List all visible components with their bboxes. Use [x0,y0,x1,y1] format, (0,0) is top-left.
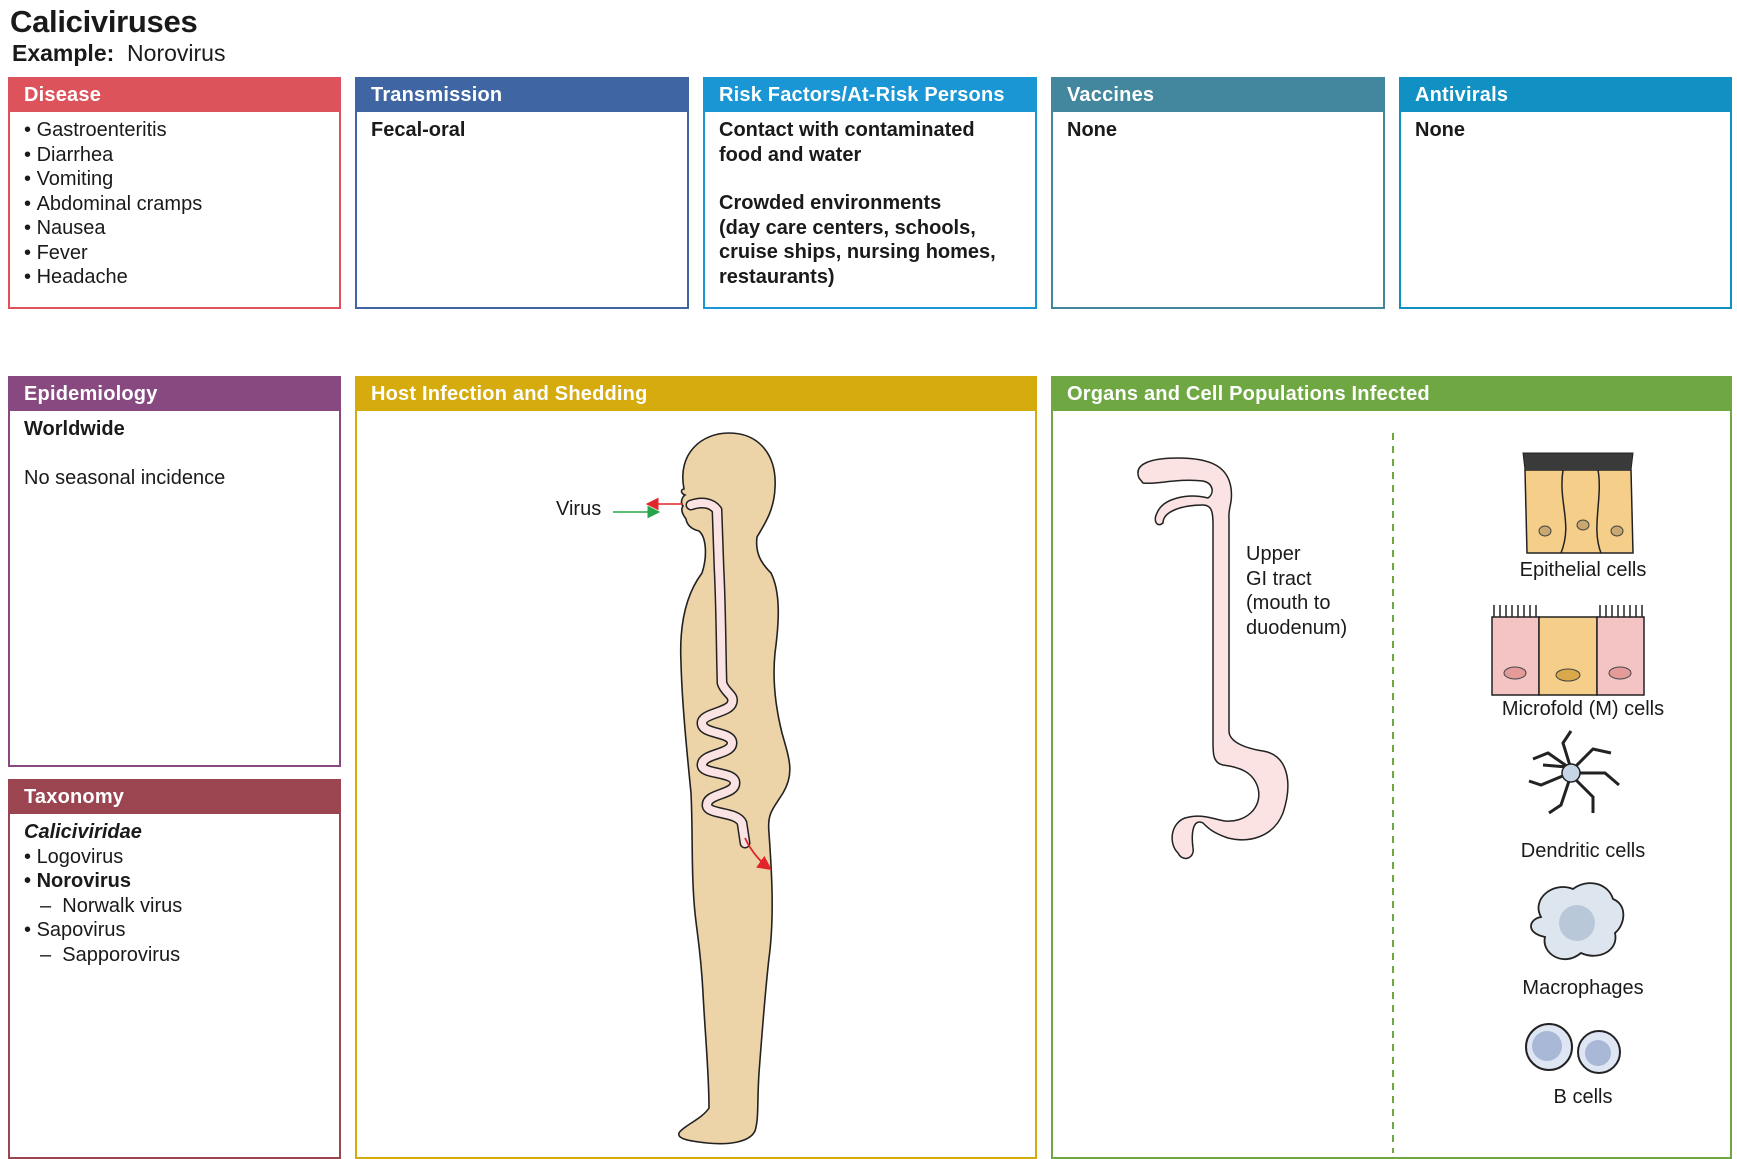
dendritic-cells-icon [1528,730,1620,815]
taxonomy-species: – Norwalk virus [40,894,183,917]
b-cells-label: B cells [1553,1086,1613,1108]
risk-line: restaurants) [719,265,835,288]
transmission-value: Fecal-oral [371,119,466,141]
antivirals-header: Antivirals [1401,79,1730,112]
epidemiology-header: Epidemiology [10,378,339,411]
risk-line: (day care centers, schools, [719,216,976,239]
organs-figure [1137,433,1645,1153]
taxonomy-genus: Sapovirus [24,918,325,943]
risk-line: food and water [719,143,862,166]
b-cells-icon [1525,1023,1621,1074]
disease-item: Gastroenteritis [24,118,325,143]
shedding-arrow [744,837,772,871]
epithelial-cells-label: Epithelial cells [1519,559,1647,581]
vaccines-header: Vaccines [1053,79,1383,112]
gi-tract-fill [687,498,749,847]
taxonomy-header: Taxonomy [10,781,339,814]
epidemiology-line: No seasonal incidence [24,466,226,489]
taxonomy-family: Caliciviridae [24,821,142,843]
disease-list: Gastroenteritis Diarrhea Vomiting Abdomi… [24,118,325,290]
disease-header: Disease [10,79,339,112]
disease-item: Fever [24,241,325,266]
taxonomy-genus: Logovirus [24,845,325,870]
epithelial-cells-icon [1522,452,1634,554]
page-title: Caliciviruses [10,4,198,39]
macrophages-label: Macrophages [1522,977,1644,999]
dendritic-cells-label: Dendritic cells [1520,840,1646,862]
epidemiology-line: Worldwide [24,418,125,440]
disease-item: Headache [24,265,325,290]
disease-item: Vomiting [24,167,325,192]
human-body-figure: Virus [556,432,791,1145]
host-header: Host Infection and Shedding [357,378,1035,411]
example-value: Norovirus [127,40,226,66]
taxonomy-species: – Sapporovirus [40,943,181,966]
transmission-box: Transmission Fecal-oral [355,77,689,309]
example-label: Example: [12,40,115,66]
epidemiology-box: Epidemiology Worldwide No seasonal incid… [8,376,341,767]
risk-line: cruise ships, nursing homes, [719,241,996,263]
organs-box: Organs and Cell Populations Infected [1051,376,1732,1159]
vaccines-value: None [1067,119,1117,141]
risk-line: Crowded environments [719,192,942,214]
risk-box: Risk Factors/At-Risk Persons Contact wit… [703,77,1037,309]
upper-gi-tract-icon [1137,457,1289,860]
virus-label: Virus [556,498,601,520]
disease-item: Nausea [24,216,325,241]
risk-header: Risk Factors/At-Risk Persons [705,79,1035,112]
taxonomy-box: Taxonomy Caliciviridae Logovirus Norovir… [8,779,341,1159]
vaccines-box: Vaccines None [1051,77,1385,309]
disease-item: Abdominal cramps [24,192,325,217]
page-subtitle: Example: Norovirus [12,40,225,67]
organs-header: Organs and Cell Populations Infected [1053,378,1730,411]
microfold-cells-icon [1491,605,1645,696]
taxonomy-genus: Norovirus [24,869,325,894]
antivirals-box: Antivirals None [1399,77,1732,309]
transmission-header: Transmission [357,79,687,112]
antivirals-value: None [1415,119,1465,141]
host-box: Host Infection and Shedding Virus [355,376,1037,1159]
disease-box: Disease Gastroenteritis Diarrhea Vomitin… [8,77,341,309]
macrophage-nucleus [1559,905,1595,941]
risk-line: Contact with contaminated [719,119,975,141]
microfold-cells-label: Microfold (M) cells [1501,698,1665,720]
disease-item: Diarrhea [24,143,325,168]
